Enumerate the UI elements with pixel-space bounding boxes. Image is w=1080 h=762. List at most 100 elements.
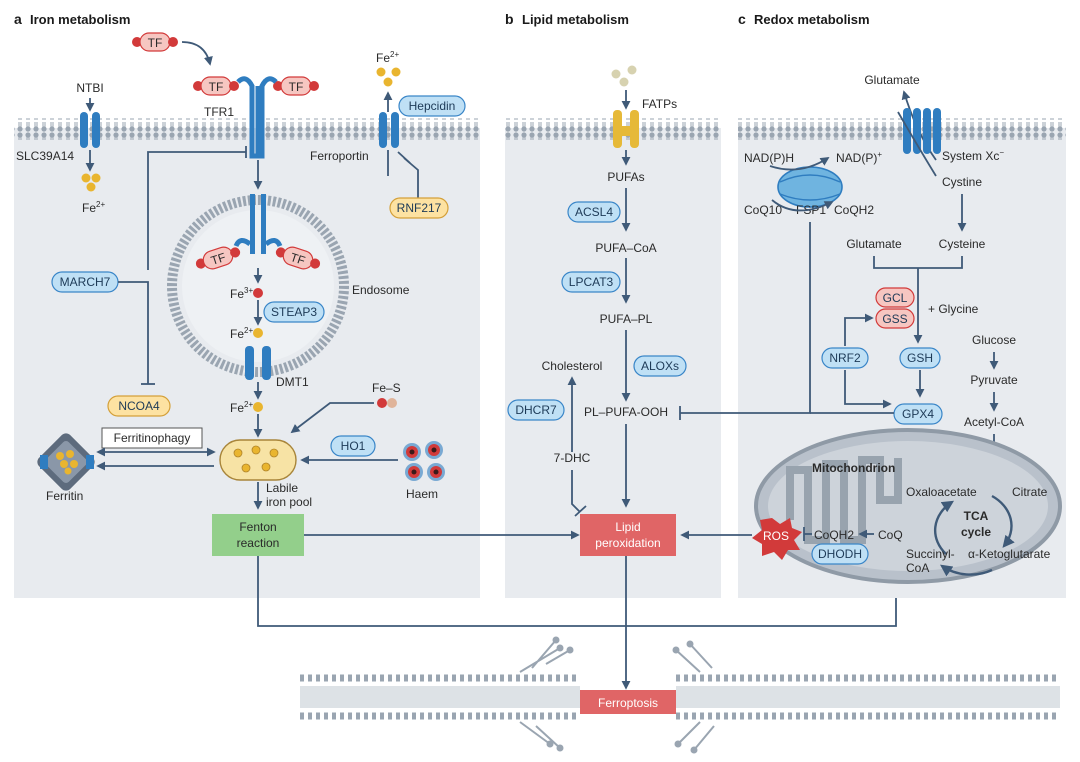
- succinyl-coa-line2: CoA: [906, 561, 929, 575]
- tf-bound-left: TF: [193, 76, 239, 96]
- svg-text:Fenton: Fenton: [239, 520, 276, 534]
- slc39a14-label: SLC39A14: [16, 149, 74, 163]
- labile-pool-line2: iron pool: [266, 495, 312, 509]
- fe3-label: Fe3+: [230, 286, 253, 301]
- fes-label: Fe–S: [372, 381, 401, 395]
- march7-pill: MARCH7: [51, 271, 119, 293]
- ferritinophagy-box: Ferritinophagy: [101, 427, 203, 449]
- fes-dot-red: [377, 398, 387, 408]
- ros-burst: ROS: [752, 518, 802, 560]
- gpx4-pill: GPX4: [893, 403, 943, 425]
- citrate-label: Citrate: [1012, 485, 1048, 499]
- succinyl-coa-line1: Succinyl-: [906, 547, 955, 561]
- acetyl-coa-label: Acetyl-CoA: [964, 415, 1024, 429]
- fe3-dot: [253, 288, 263, 298]
- tf-endosome-right: TF: [275, 246, 321, 270]
- svg-text:GPX4: GPX4: [902, 407, 934, 421]
- tfr1-receptor: [236, 76, 278, 159]
- membrane-a: [14, 118, 480, 140]
- svg-text:reaction: reaction: [237, 536, 280, 550]
- svg-text:ROS: ROS: [763, 529, 789, 543]
- svg-text:TF: TF: [148, 36, 163, 50]
- haem-icon: [403, 441, 445, 481]
- tf-endosome-left: TF: [195, 246, 241, 270]
- panel-c-title: Redox metabolism: [754, 12, 870, 27]
- system-xc-label: System Xc−: [942, 148, 1004, 163]
- svg-text:GCL: GCL: [883, 291, 908, 305]
- svg-text:GSH: GSH: [907, 351, 933, 365]
- ruptured-membrane-left: [300, 636, 580, 752]
- ferroportin-label: Ferroportin: [310, 149, 369, 163]
- dmt1-label: DMT1: [276, 375, 309, 389]
- oxaloacetate-label: Oxaloacetate: [906, 485, 977, 499]
- fe2-label-left: Fe2+: [82, 200, 105, 215]
- coq10-label: CoQ10: [744, 203, 782, 217]
- tf-bound-right: TF: [273, 76, 319, 96]
- svg-text:GSS: GSS: [882, 312, 907, 326]
- fe2-label-endosome: Fe2+: [230, 326, 253, 341]
- fe2-label-top: Fe2+: [376, 50, 399, 65]
- svg-text:Ferroptosis: Ferroptosis: [598, 696, 658, 710]
- panel-b-title: Lipid metabolism: [522, 12, 629, 27]
- cholesterol-label: Cholesterol: [542, 359, 603, 373]
- fe2-label-cyto: Fe2+: [230, 400, 253, 415]
- fe2-dot-cyto: [253, 402, 263, 412]
- coqh2-mito-label: CoQH2: [814, 528, 854, 542]
- glycine-label: + Glycine: [928, 302, 979, 316]
- slc39a14-transporter: [80, 112, 100, 148]
- svg-text:NCOA4: NCOA4: [118, 399, 160, 413]
- nadph-label: NAD(P)H: [744, 151, 794, 165]
- svg-text:Lipid: Lipid: [615, 520, 640, 534]
- ncoa4-pill: NCOA4: [107, 395, 171, 417]
- pufa-pl-label: PUFA–PL: [600, 312, 653, 326]
- svg-text:STEAP3: STEAP3: [271, 305, 317, 319]
- cystine-label: Cystine: [942, 175, 982, 189]
- svg-text:peroxidation: peroxidation: [595, 536, 660, 550]
- pufas-label: PUFAs: [607, 170, 644, 184]
- pyruvate-label: Pyruvate: [970, 373, 1018, 387]
- rnf217-pill: RNF217: [389, 197, 449, 219]
- svg-text:ACSL4: ACSL4: [575, 205, 613, 219]
- fe2-dot-endosome: [253, 328, 263, 338]
- glutamate-out-label: Glutamate: [864, 73, 920, 87]
- svg-text:DHCR7: DHCR7: [515, 403, 557, 417]
- a-ketoglutarate-label: α-Ketoglutarate: [968, 547, 1051, 561]
- dhcr7-pill: DHCR7: [507, 399, 565, 421]
- svg-text:TCA: TCA: [964, 509, 989, 523]
- endosome: [167, 195, 349, 377]
- svg-text:TF: TF: [209, 250, 227, 268]
- gss-pill: GSS: [875, 308, 915, 329]
- aloxs-pill: ALOXs: [633, 355, 687, 377]
- membrane-c: [738, 118, 1066, 140]
- tca-cycle: TCA cycle: [933, 494, 1015, 577]
- svg-text:TF: TF: [289, 80, 304, 94]
- hepcidin-pill: Hepcidin: [398, 95, 466, 117]
- glucose-label: Glucose: [972, 333, 1016, 347]
- ntbi-label: NTBI: [76, 81, 103, 95]
- fes-dot-tan: [387, 398, 397, 408]
- tf-free: TF: [132, 32, 178, 52]
- fsp1-membrane-protein: [777, 166, 843, 208]
- fatps-label: FATPs: [642, 97, 677, 111]
- svg-text:RNF217: RNF217: [397, 201, 442, 215]
- ferritin-icon: [37, 433, 95, 491]
- svg-text:Ferritinophagy: Ferritinophagy: [114, 431, 191, 445]
- endosome-label: Endosome: [352, 283, 410, 297]
- panel-a-letter: a: [14, 11, 22, 27]
- labile-iron-pool: [219, 439, 297, 481]
- tfr1-label: TFR1: [204, 105, 234, 119]
- panel-b-letter: b: [505, 11, 514, 27]
- svg-text:cycle: cycle: [961, 525, 991, 539]
- ferritin-label: Ferritin: [46, 489, 83, 503]
- fe2-cluster-left: [81, 173, 101, 192]
- svg-text:TF: TF: [289, 250, 307, 268]
- ferroportin-transporter: [379, 112, 399, 148]
- gsh-pill: GSH: [899, 347, 941, 369]
- pufa-coa-label: PUFA–CoA: [595, 241, 656, 255]
- cysteine-label: Cysteine: [939, 237, 986, 251]
- fatps-transporter: [613, 110, 639, 148]
- ruptured-membrane-right: [672, 640, 1060, 754]
- fe2-cluster-top: [376, 67, 401, 87]
- panel-a-title: Iron metabolism: [30, 12, 130, 27]
